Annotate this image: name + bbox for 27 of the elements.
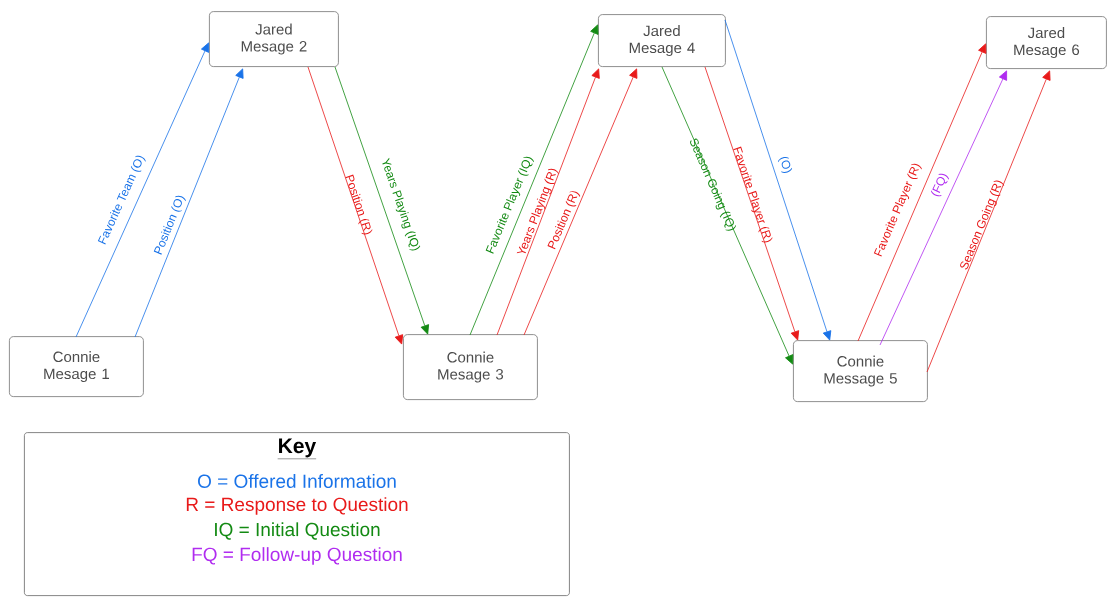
legend-entry: IQ = Initial Question bbox=[215, 522, 380, 540]
message-box: Jared Mesage 6 bbox=[986, 16, 1107, 69]
legend-entry: R = Response to Question bbox=[186, 497, 408, 515]
arrow bbox=[879, 70, 1007, 346]
message-box: Connie Message 5 bbox=[793, 340, 928, 402]
arrow bbox=[469, 24, 599, 336]
legend-entry: O = Offered Information bbox=[198, 474, 396, 488]
message-box: Connie Mesage 3 bbox=[403, 334, 538, 400]
arrow bbox=[134, 68, 244, 338]
arrow bbox=[523, 68, 638, 336]
message-box: Connie Mesage 1 bbox=[9, 336, 144, 397]
edge-label: Years Playing (IQ) bbox=[382, 157, 421, 251]
legend-entry: FQ = Follow-up Question bbox=[192, 547, 402, 565]
arrow bbox=[307, 66, 404, 345]
message-box: Jared Mesage 2 bbox=[209, 11, 339, 67]
edge-label: (FQ) bbox=[931, 173, 950, 197]
arrow bbox=[661, 66, 794, 365]
edge-label: Position (R) bbox=[345, 174, 373, 235]
arrow bbox=[857, 43, 987, 342]
message-box: Jared Mesage 4 bbox=[598, 14, 726, 67]
edge-label: (O) bbox=[777, 157, 793, 173]
arrow bbox=[75, 42, 210, 338]
arrow bbox=[724, 19, 832, 341]
arrow bbox=[704, 66, 800, 341]
arrow bbox=[496, 68, 600, 336]
arrow bbox=[334, 66, 429, 335]
arrow bbox=[926, 70, 1051, 373]
